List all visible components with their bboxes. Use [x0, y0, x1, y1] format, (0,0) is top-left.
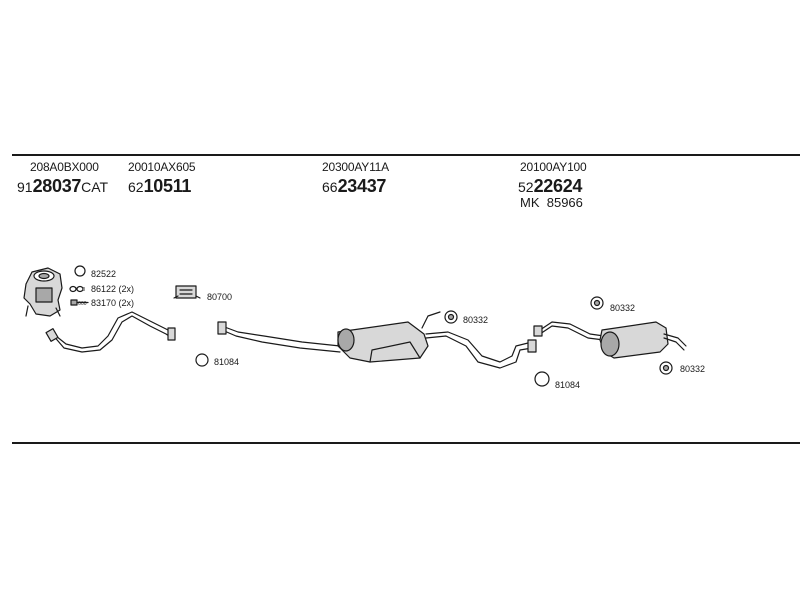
- catalytic-converter: [23, 267, 63, 317]
- label-hanger-rear-bottom: 80332: [680, 364, 706, 374]
- part-main: 10511: [143, 176, 192, 196]
- label-bracket: 80700: [207, 292, 233, 302]
- middle-silencer: [337, 311, 537, 369]
- part-suffix: CAT: [81, 179, 109, 195]
- front-pipe: [45, 311, 176, 353]
- ring-icon: [74, 265, 86, 277]
- hanger-rear-bottom-icon: [659, 361, 673, 375]
- part-prefix: 62: [128, 179, 144, 195]
- label-cat-bolt: 83170 (2x): [91, 298, 135, 308]
- part-number-middle-silencer: 6623437: [322, 176, 386, 197]
- label-ring-right: 81084: [555, 380, 581, 390]
- ring-right-icon: [534, 371, 550, 387]
- hanger-mid-icon: [444, 310, 458, 324]
- part-prefix: 91: [17, 179, 33, 195]
- part-main: 23437: [337, 176, 387, 196]
- hanger-rear-top-icon: [590, 296, 604, 310]
- oem-number-middle-silencer: 20300AY11A: [322, 160, 389, 174]
- rear-silencer: [599, 321, 687, 359]
- mounting-kit-main: 85966: [546, 195, 583, 210]
- label-cat-gasket: 86122 (2x): [91, 284, 135, 294]
- ring-left-icon: [195, 353, 209, 367]
- rear-pipe: [533, 321, 605, 341]
- mounting-kit-number: MK 85966: [520, 195, 583, 210]
- part-number-front-pipe: 6210511: [128, 176, 191, 197]
- mounting-kit-prefix: MK: [520, 195, 540, 210]
- part-prefix: 66: [322, 179, 338, 195]
- tiny-mark-bolt: 3 000: [74, 301, 87, 307]
- intermediate-pipe: [217, 321, 341, 353]
- oem-number-front-pipe: 20010AX605: [128, 160, 196, 174]
- label-hanger-mid: 80332: [463, 315, 489, 325]
- label-cat-top-ring: 82522: [91, 269, 117, 279]
- part-prefix: 52: [518, 179, 534, 195]
- oem-number-rear-silencer: 20100AY100: [520, 160, 587, 174]
- bracket-icon: [173, 285, 201, 299]
- part-main: 28037: [32, 176, 82, 196]
- label-hanger-rear-top: 80332: [610, 303, 636, 313]
- bolt-icon: [70, 299, 89, 306]
- label-ring-left: 81084: [214, 357, 240, 367]
- part-main: 22624: [533, 176, 583, 196]
- top-rule: [12, 154, 800, 156]
- bottom-rule: [12, 442, 800, 444]
- gasket-icon: [69, 285, 84, 293]
- oem-number-catalyst: 208A0BX000: [30, 160, 99, 174]
- part-number-rear-silencer: 5222624: [518, 176, 582, 197]
- part-number-catalyst: 9128037CAT: [17, 176, 108, 197]
